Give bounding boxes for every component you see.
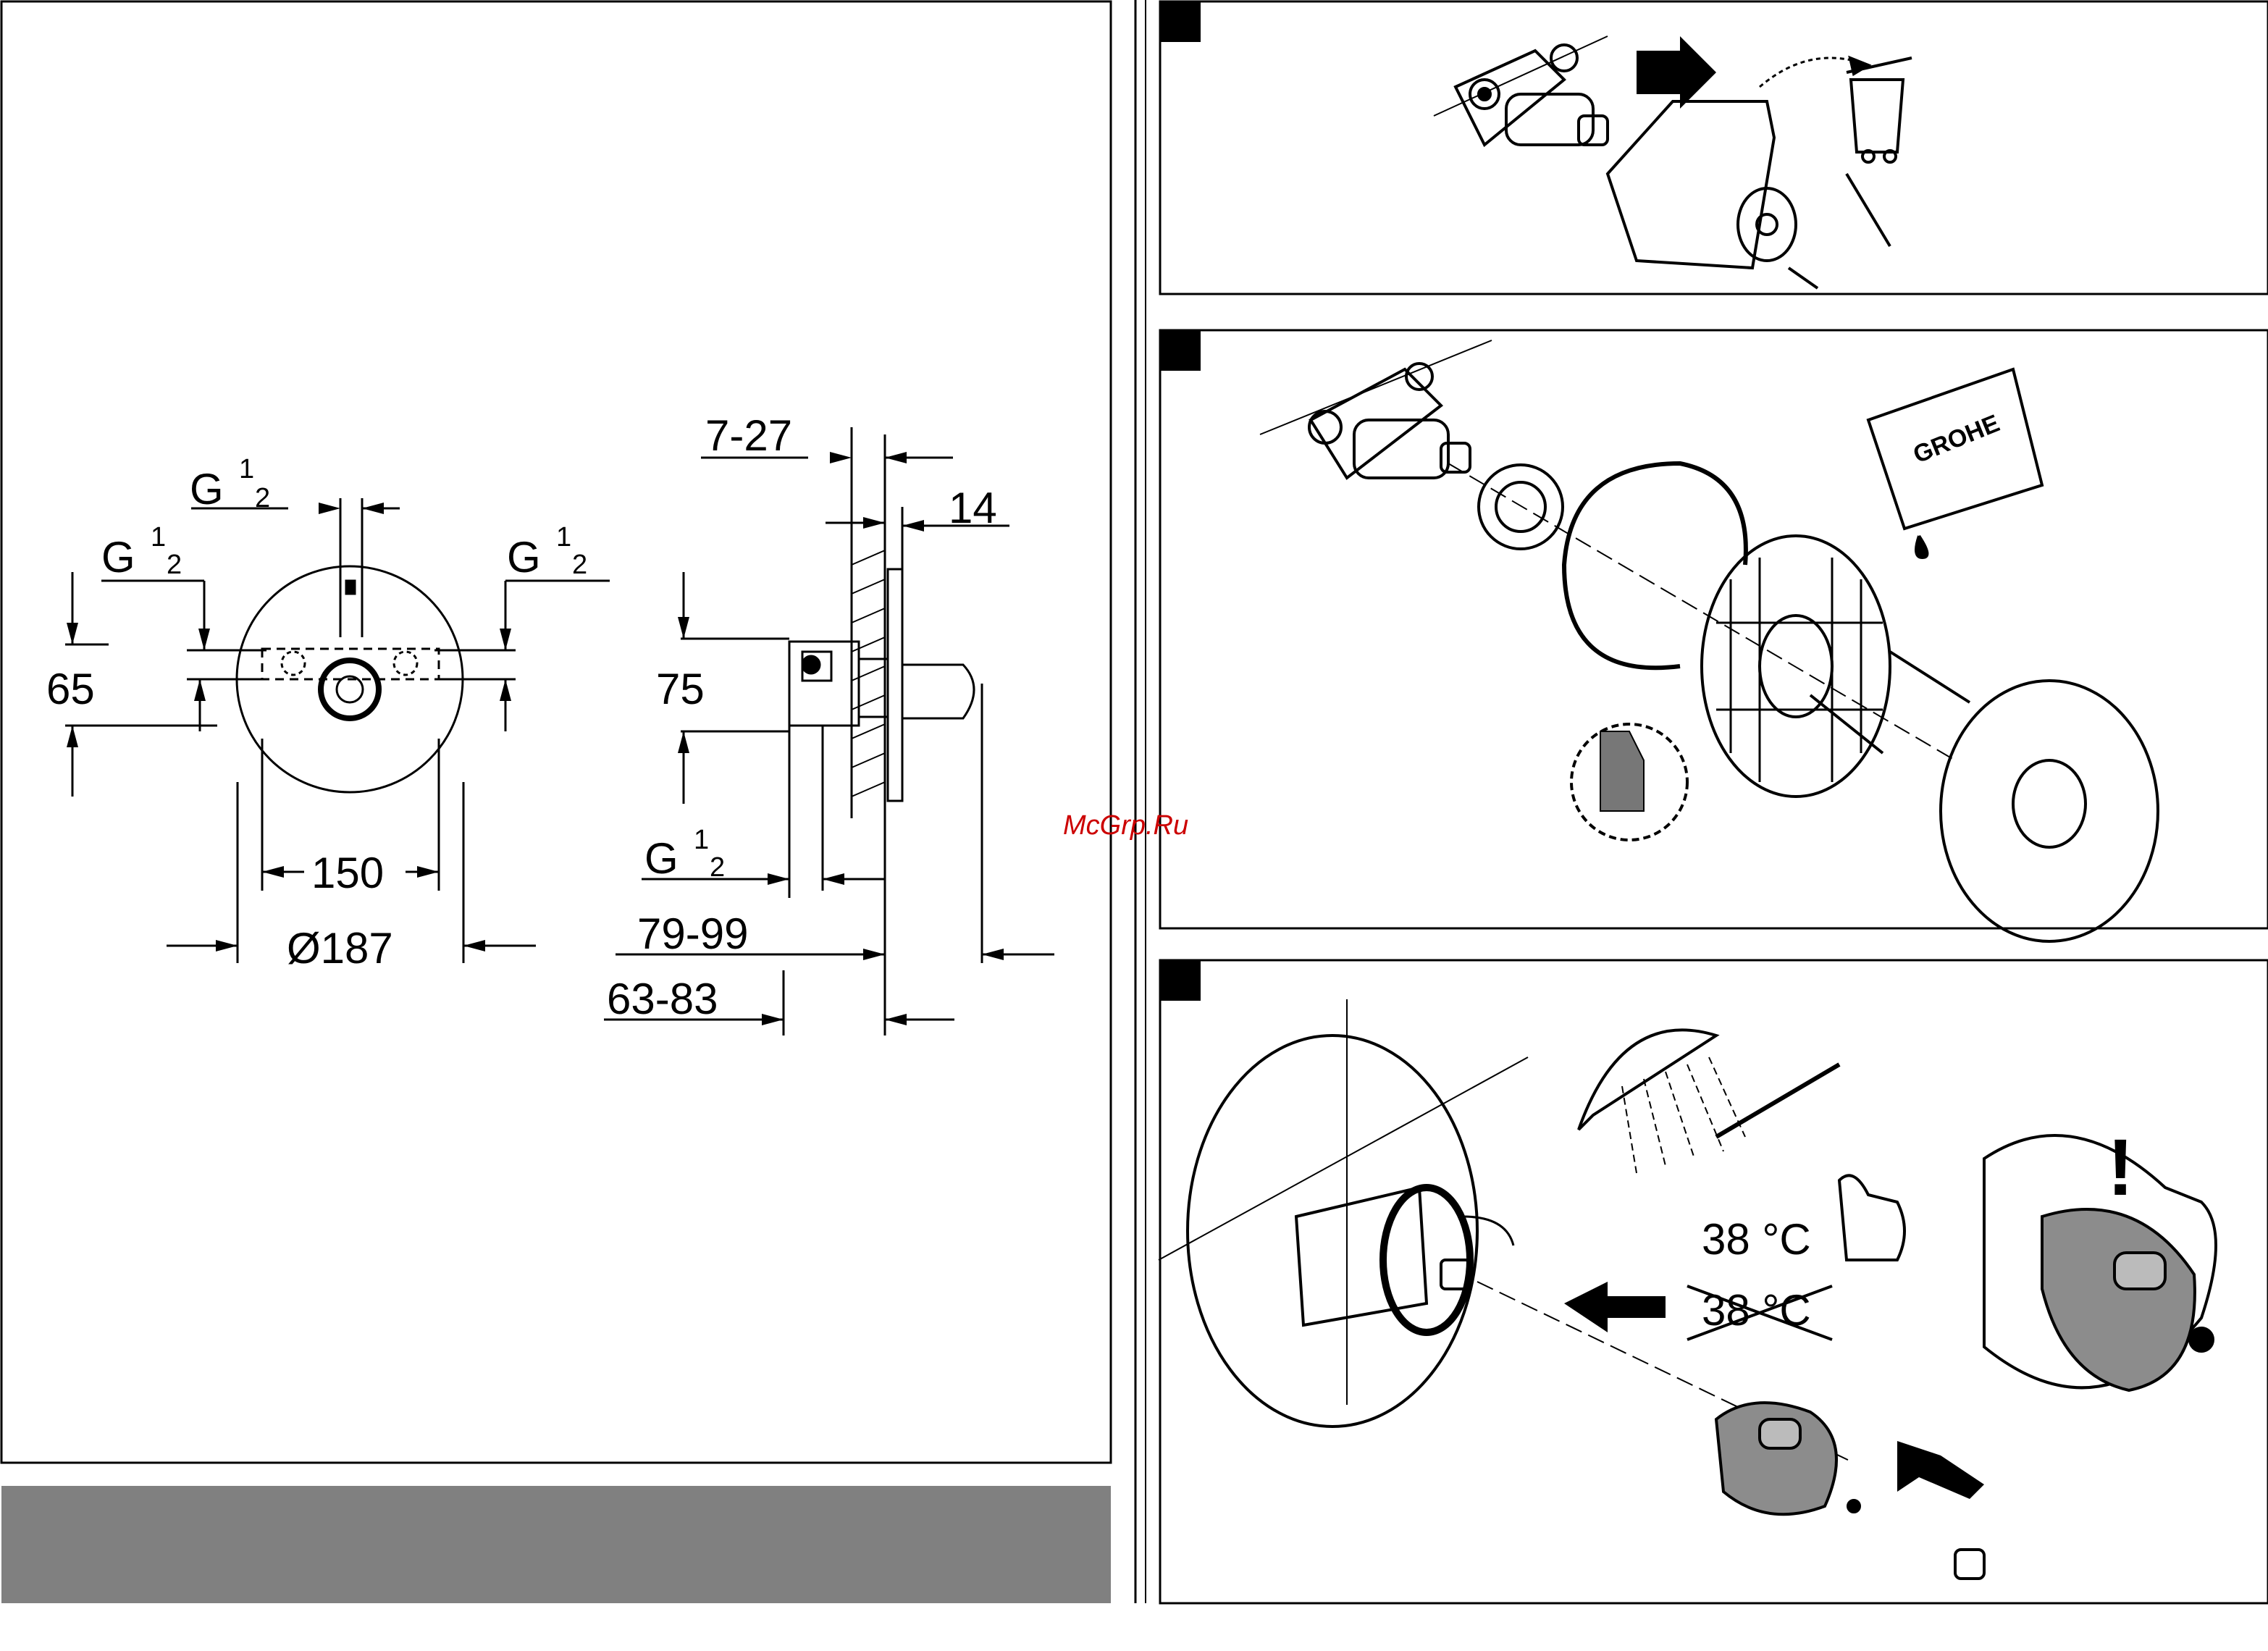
label-frac-num-left: 1 (151, 522, 166, 553)
step2-illustration (1260, 340, 2158, 941)
grohe-logo-text: GROHE (1910, 409, 2004, 469)
trash-bin (1851, 80, 1903, 152)
step3-illustration (1159, 999, 2216, 1579)
step1-marker (1160, 1, 1201, 42)
temp-ok: 38 °C (1702, 1215, 1811, 1264)
spindle-sleeve (1296, 1188, 1427, 1325)
label-14: 14 (949, 484, 997, 532)
mount-hole-right (394, 652, 417, 675)
watermark: McGrp.Ru (1063, 810, 1188, 841)
thermometer (1716, 1064, 1839, 1137)
wall-plate (888, 569, 902, 801)
valve-body-2 (1354, 420, 1448, 478)
label-frac-den-right: 2 (572, 550, 587, 580)
step3-arrow-diagonal (1897, 1441, 1984, 1499)
label-frac-num-right: 1 (556, 522, 571, 553)
label-frac-num-top: 1 (239, 454, 254, 484)
plate-mark (346, 581, 355, 594)
step1-frame (1160, 1, 2268, 294)
label-79-99: 79-99 (637, 909, 748, 958)
label-187: Ø187 (287, 924, 393, 972)
label-g-bottom: G (644, 834, 679, 883)
label-65: 65 (46, 665, 95, 713)
cap-plug (1955, 1550, 1984, 1579)
cover-plate (1941, 681, 2158, 941)
water-spray (1622, 1057, 1745, 1173)
label-g-right: G (507, 533, 541, 581)
mount-hole-left (282, 652, 305, 675)
step3-marker (1160, 960, 1201, 1001)
seal-ring (1564, 463, 1746, 668)
screw (1848, 1500, 1860, 1512)
handle-profile (902, 665, 974, 718)
step2-frame (1160, 330, 2268, 928)
label-7-27: 7-27 (705, 411, 792, 460)
label-150: 150 (311, 849, 384, 897)
mounting-bracket-2 (1311, 369, 1441, 478)
step3-arrow-left (1564, 1282, 1666, 1332)
label-g-left: G (101, 533, 135, 581)
label-frac-num-bottom: 1 (694, 825, 709, 855)
center-spindle (321, 660, 379, 718)
mixer-body (789, 642, 859, 726)
thumbs-up-icon (1839, 1175, 1904, 1260)
step1-arrow (1637, 36, 1716, 109)
label-frac-den-left: 2 (167, 550, 182, 580)
label-75: 75 (656, 665, 705, 713)
label-g-top: G (190, 465, 224, 513)
gray-footer-bar (1, 1486, 1111, 1603)
wall-hatching (852, 550, 885, 797)
label-63-83: 63-83 (607, 975, 718, 1023)
left-panel-frame (1, 1, 1111, 1463)
cover-rosette (1188, 1035, 1477, 1427)
step2-marker (1160, 330, 1201, 371)
warning-mark: ! (2107, 1123, 2134, 1212)
spindle-housing (859, 659, 888, 717)
sealing-sleeve (1479, 465, 1563, 549)
label-frac-den-top: 2 (255, 483, 270, 513)
protective-cap (1608, 101, 1774, 268)
shower-head (1579, 1030, 1716, 1130)
cap-end (1738, 188, 1796, 261)
handle-detail-knob (2042, 1209, 2195, 1390)
label-frac-den-bottom: 2 (710, 852, 725, 883)
